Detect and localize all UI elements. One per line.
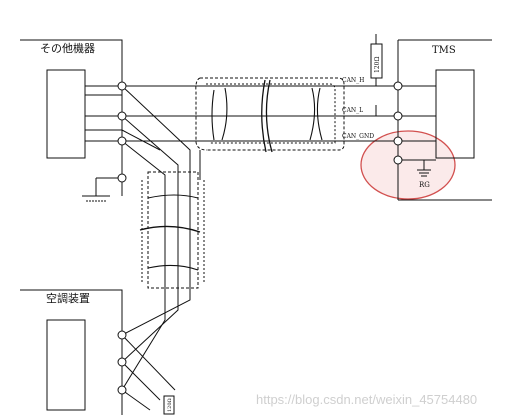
other-equipment-box [46,69,86,159]
node-left-can-h [117,81,127,91]
cross-wiring [121,85,201,411]
node-right-can-gnd [393,136,403,146]
can-gnd-label: CAN_GND [342,133,374,140]
node-hvac-3 [117,385,127,395]
can-h-label: CAN_H [342,77,364,84]
connection-nodes [117,81,403,395]
node-right-can-l [393,111,403,121]
resistor-top-label: 120Ω [374,57,381,73]
termination-resistor-bottom [163,395,175,415]
ground-symbol-left [82,177,122,202]
twisted-pair-cable-top [195,77,345,153]
rg-label: RG [419,181,430,189]
node-left-can-gnd [117,136,127,146]
tms-label: TMS [432,45,456,56]
node-left-can-l [117,111,127,121]
hvac-label: 空調装置 [46,291,90,305]
highlight-ellipse [360,130,456,200]
node-right-can-h [393,81,403,91]
node-right-rg [393,155,403,165]
twisted-pair-cable-vertical [139,171,205,289]
termination-resistor-top [370,34,398,116]
other-equipment-label: その他機器 [40,41,95,55]
node-hvac-2 [117,357,127,367]
frame-lines [20,39,492,415]
can-l-label: CAN_L [342,107,363,114]
node-hvac-1 [117,330,127,340]
hvac-box [46,319,86,411]
tms-box [435,69,475,159]
resistor-bottom-label: 120Ω [167,398,173,412]
node-left-ground [117,173,127,183]
watermark: https://blog.csdn.net/weixin_45754480 [256,392,477,407]
